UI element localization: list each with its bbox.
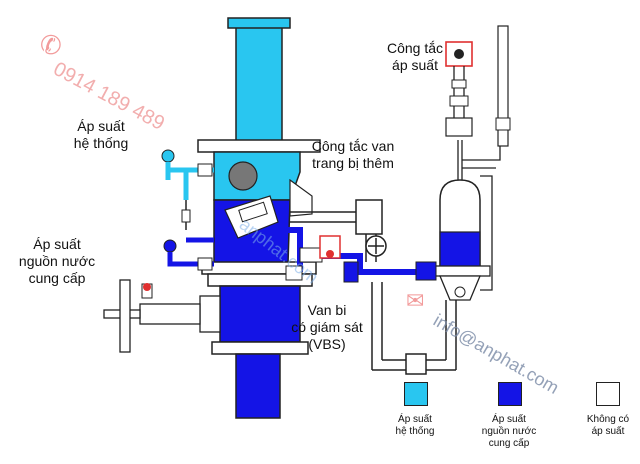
accelerator-chamber xyxy=(415,140,501,301)
label-pressure-switch: Công tắc áp suất xyxy=(386,40,444,73)
pressure-switch-assembly xyxy=(445,25,511,147)
legend-swatch-none xyxy=(596,382,620,406)
label-supply-pressure: Áp suất nguồn nước cung cấp xyxy=(18,236,96,286)
valve-housing xyxy=(289,178,313,217)
supply-pressure-trim xyxy=(163,237,214,271)
drain-pipe-lower xyxy=(371,282,457,375)
legend-label-system: Áp suất hệ thống xyxy=(395,414,435,437)
main-riser-upper xyxy=(227,17,291,147)
label-vbs: Van bi có giám sát (VBS) xyxy=(291,302,363,352)
email-icon: ✉ xyxy=(406,288,425,313)
extra-valve-switch-indicator xyxy=(326,250,334,258)
clapper-latch xyxy=(238,201,268,223)
system-pressure-trim xyxy=(161,149,214,230)
clapper-disc xyxy=(228,161,258,191)
supply-riser-lower xyxy=(235,353,281,419)
gate-valve xyxy=(103,279,221,353)
legend-label-none: Không có áp suất xyxy=(586,414,630,437)
drain-pipe-upper xyxy=(290,199,387,262)
legend-label-supply: Áp suất nguồn nước cung cấp xyxy=(481,414,537,449)
legend-swatch-system xyxy=(404,382,428,406)
legend-swatch-supply xyxy=(498,382,522,406)
label-extra-valve-switch: Công tắc van trang bị thêm xyxy=(311,138,395,171)
label-system-pressure: Áp suất hệ thống xyxy=(73,118,129,151)
phone-icon: ✆ xyxy=(40,30,62,60)
